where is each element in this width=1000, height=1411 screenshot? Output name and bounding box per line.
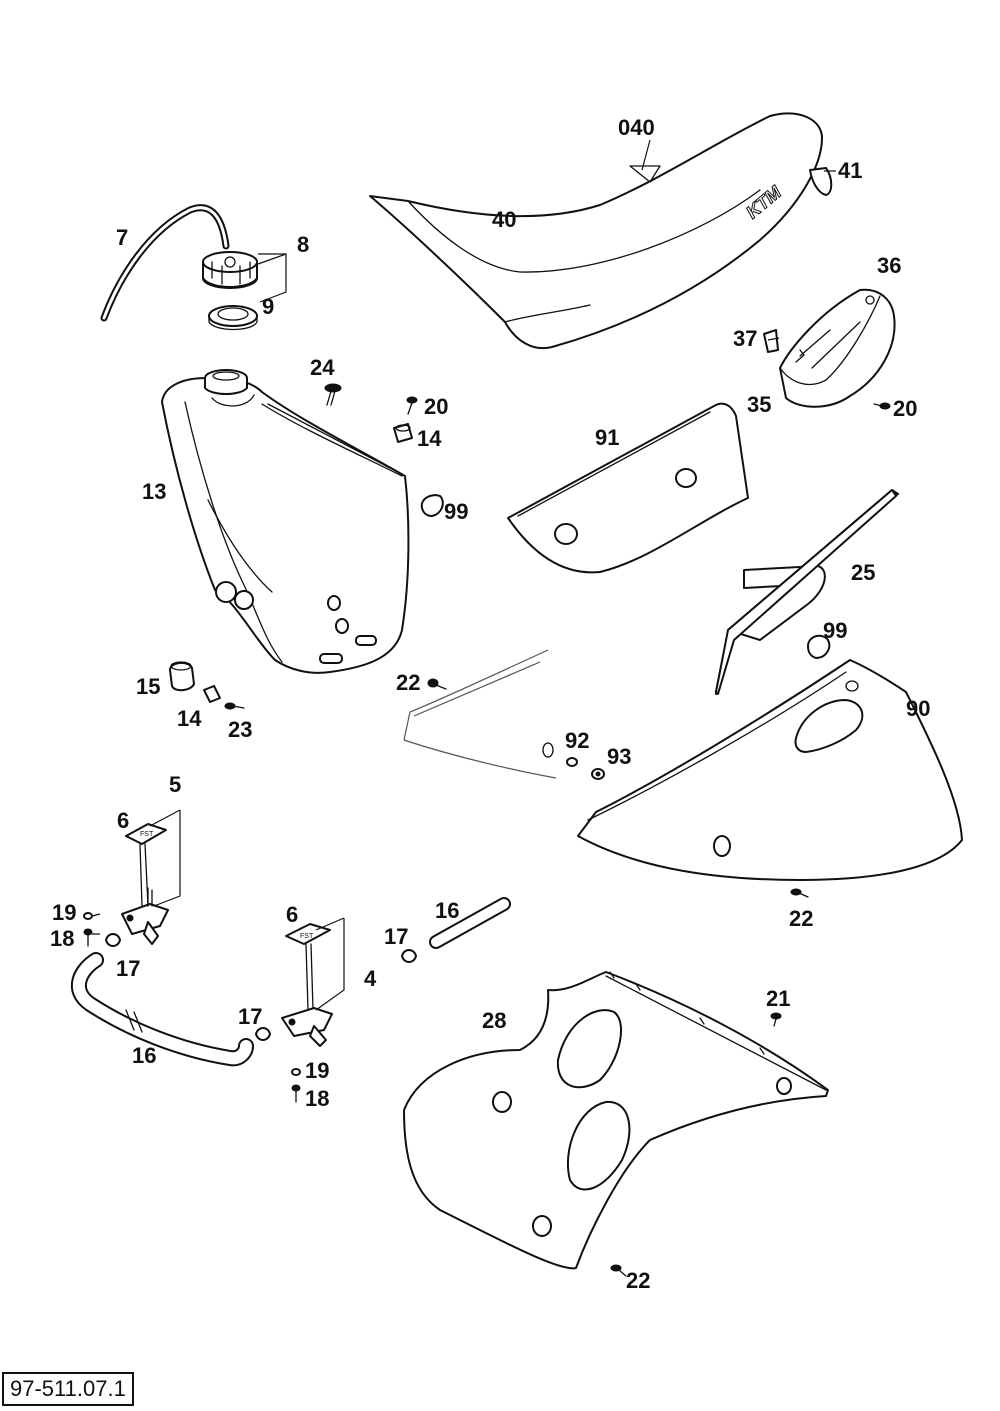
callout-17-left: 17	[116, 956, 141, 981]
callout-16-left: 16	[132, 1043, 157, 1068]
callout-21: 21	[766, 986, 791, 1011]
tank-spoiler-28-part	[403, 971, 829, 1270]
fuel-tap-4-part: FST	[281, 923, 333, 1047]
seat-part: KTM	[369, 112, 833, 350]
leader-lines	[91, 139, 836, 1011]
nut-93-part	[591, 768, 605, 780]
callout-41: 41	[838, 158, 863, 183]
callout-16-short: 16	[435, 898, 460, 923]
washer-92-part	[542, 742, 578, 767]
callout-5: 5	[169, 772, 182, 797]
foam-seal-25-part	[715, 489, 899, 695]
callout-14-upper: 14	[417, 426, 442, 451]
callout-23: 23	[228, 717, 253, 742]
fuel-tap-5-part: FST	[121, 823, 169, 945]
breather-hose-part	[100, 204, 230, 322]
callout-15: 15	[136, 674, 161, 699]
callout-040: 040	[618, 115, 655, 140]
callout-93: 93	[607, 744, 632, 769]
svg-text:FST: FST	[300, 933, 314, 940]
callout-13: 13	[142, 479, 167, 504]
rubber-bushing-14-upper-part	[393, 423, 413, 443]
callout-37: 37	[733, 326, 758, 351]
hose-clamp-17-left-part	[105, 933, 121, 947]
callout-92: 92	[565, 728, 590, 753]
fuel-hose-16-left-part	[71, 952, 254, 1067]
callout-22-lower: 22	[626, 1268, 651, 1293]
callout-99-right: 99	[823, 618, 848, 643]
callout-20-right: 20	[893, 396, 918, 421]
faint-panel-outline	[403, 649, 557, 779]
callout-9: 9	[262, 294, 275, 319]
hose-clamp-17-center-part	[255, 1027, 271, 1041]
svg-text:FST: FST	[140, 831, 154, 838]
screw-18-left-part	[83, 928, 93, 947]
callout-20-upper: 20	[424, 394, 449, 419]
callout-99-left: 99	[444, 499, 469, 524]
fastener-19-right-part	[291, 1068, 301, 1076]
side-plate-91-part	[507, 402, 749, 574]
side-panel-90-part	[577, 659, 963, 881]
callout-14-lower: 14	[177, 706, 202, 731]
screw-21-part	[770, 1012, 782, 1027]
fastener-19-left-part	[83, 912, 93, 920]
screw-22-middle-part	[790, 888, 809, 898]
fuel-cap-part	[202, 251, 258, 289]
callout-91: 91	[595, 425, 620, 450]
spacer-14-lower-part	[203, 685, 221, 703]
screw-22-lower-part	[610, 1264, 627, 1277]
screw-20-right-part	[873, 402, 891, 410]
callout-18-right: 18	[305, 1086, 330, 1111]
diagram-reference-number: 97-511.07.1	[2, 1372, 134, 1407]
callout-7: 7	[116, 225, 129, 250]
hose-clamp-17-right-part	[401, 949, 417, 963]
screw-24-part	[324, 383, 342, 406]
fuel-tank-part	[161, 369, 410, 674]
callout-19-left: 19	[52, 900, 77, 925]
tool-bag-clip-part	[763, 329, 779, 353]
callout-4: 4	[364, 966, 377, 991]
screw-18-right-part	[291, 1084, 301, 1103]
callout-6-right: 6	[286, 902, 299, 927]
callout-8: 8	[297, 232, 310, 257]
callout-90: 90	[906, 696, 931, 721]
rubber-grommet-99-left-part	[420, 494, 444, 517]
callout-22-middle: 22	[789, 906, 814, 931]
callout-28: 28	[482, 1008, 507, 1033]
tool-bag-part	[779, 288, 896, 408]
callout-36: 36	[877, 253, 902, 278]
callout-18-left: 18	[50, 926, 75, 951]
callout-22-upper: 22	[396, 670, 421, 695]
callout-17-right: 17	[384, 924, 409, 949]
rubber-bushing-15-part	[169, 661, 195, 692]
screw-20-upper-part	[406, 396, 418, 415]
callout-24: 24	[310, 355, 335, 380]
fuel-cap-seal-part	[208, 305, 258, 331]
callout-40: 40	[492, 207, 517, 232]
callout-19-right: 19	[305, 1058, 330, 1083]
callout-35: 35	[747, 392, 772, 417]
callout-17-center: 17	[238, 1004, 263, 1029]
rubber-grommet-99-right-part	[807, 634, 831, 659]
callout-6-left: 6	[117, 808, 130, 833]
screw-23-part	[224, 702, 245, 710]
fuel-hose-16-short-part	[429, 897, 511, 949]
callout-25: 25	[851, 560, 876, 585]
screw-22-upper-part	[427, 678, 447, 690]
